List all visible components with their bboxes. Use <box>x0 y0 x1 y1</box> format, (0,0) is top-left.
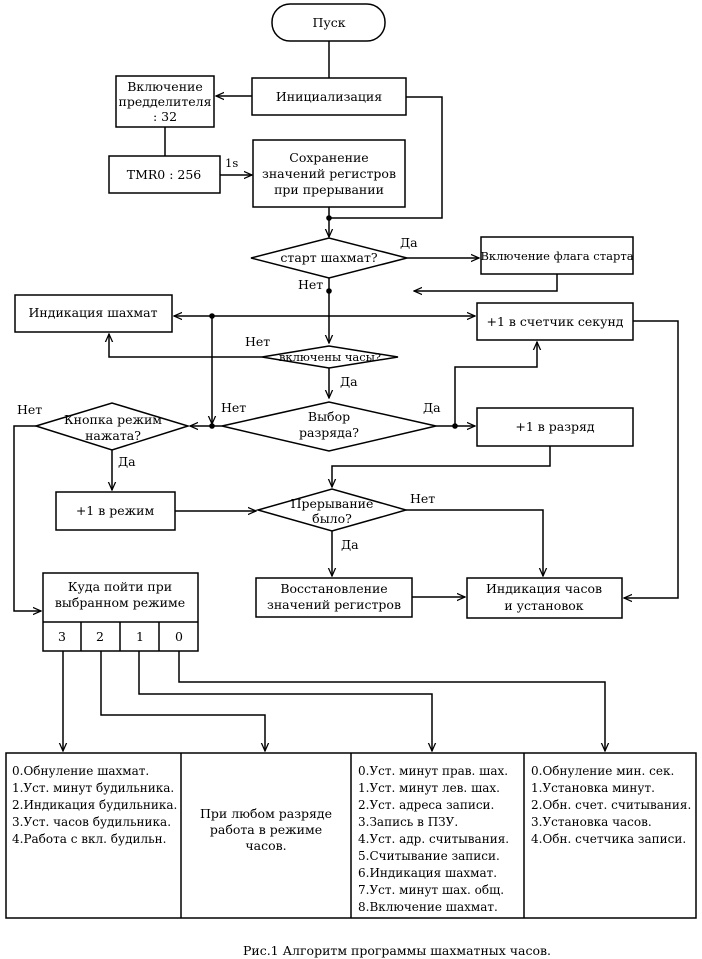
mode-pressed-diamond <box>33 402 191 451</box>
digit-select-label-1: Выбор <box>308 409 350 424</box>
edge-no-digit-select: Нет <box>221 400 246 415</box>
figure-caption: Рис.1 Алгоритм программы шахматных часов… <box>243 943 551 958</box>
digit-plus-box <box>476 407 634 447</box>
edge-yes-interrupt: Да <box>341 537 359 552</box>
mode-number-0: 0 <box>175 629 183 644</box>
save-label-2: значений регистров <box>262 166 396 181</box>
prescaler-label-3: : 32 <box>153 109 177 124</box>
col3-line-2: 2.Уст. адреса записи. <box>358 798 494 812</box>
chess-start-label: старт шахмат? <box>280 250 377 265</box>
col3-line-7: 7.Уст. минут шах. общ. <box>358 883 504 897</box>
mode-pressed-label-1: Кнопка режим <box>64 412 162 427</box>
edge-no-interrupt: Нет <box>410 491 435 506</box>
col3-line-8: 8.Включение шахмат. <box>358 900 498 914</box>
col3-line-4: 4.Уст. адр. считывания. <box>358 832 509 846</box>
save-label-3: при прерывании <box>274 182 384 197</box>
restore-label-1: Восстановление <box>280 581 387 596</box>
edge-no-mode-pressed: Нет <box>17 402 42 417</box>
col1-line-0: 0.Обнуление шахмат. <box>12 764 149 778</box>
col3-line-5: 5.Считывание записи. <box>358 849 500 863</box>
mode-number-3: 3 <box>58 629 66 644</box>
clock-display-label-2: и установок <box>504 598 583 613</box>
col4-line-0: 0.Обнуление мин. сек. <box>531 764 674 778</box>
col1-line-2: 2.Индикация будильника. <box>12 798 177 812</box>
col1-line-3: 3.Уст. часов будильника. <box>12 815 171 829</box>
col3-line-1: 1.Уст. минут лев. шах. <box>358 781 500 795</box>
digit-select-label-2: разряда? <box>299 425 359 440</box>
chess-display-box <box>14 294 173 333</box>
edge-yes-mode-pressed: Да <box>118 454 136 469</box>
flag-start-label: Включение флага старта <box>480 249 633 263</box>
sec-counter-label: +1 в счетчик секунд <box>487 314 624 329</box>
mode-number-2: 2 <box>96 629 104 644</box>
mode-pressed-label-2: нажата? <box>85 428 141 443</box>
clock-display-box <box>466 577 623 619</box>
col1-line-1: 1.Уст. минут будильника. <box>12 781 174 795</box>
col4-line-1: 1.Установка минут. <box>531 781 655 795</box>
col4-line-3: 3.Установка часов. <box>531 815 652 829</box>
start-label: Пуск <box>312 15 345 30</box>
save-label-1: Сохранение <box>289 150 368 165</box>
prescaler-label-1: Включение <box>127 79 203 94</box>
edge-yes-clock-on: Да <box>340 374 358 389</box>
edge-no-chess-start: Нет <box>298 277 323 292</box>
col4-line-4: 4.Обн. счетчика записи. <box>531 832 686 846</box>
restore-label-2: значений регистров <box>267 597 401 612</box>
col3-line-0: 0.Уст. минут прав. шах. <box>358 764 508 778</box>
interrupt-label-2: было? <box>312 511 352 526</box>
col1-line-4: 4.Работа с вкл. будильн. <box>12 832 166 846</box>
prescaler-label-2: предделителя <box>119 94 212 109</box>
mode-plus-label: +1 в режим <box>76 503 155 518</box>
col4-line-2: 2.Обн. счет. считывания. <box>531 798 691 812</box>
interrupt-label-1: Прерывание <box>291 496 374 511</box>
edge-no-clock-on: Нет <box>245 334 270 349</box>
chess-display-label: Индикация шахмат <box>29 305 158 320</box>
clock-display-label-1: Индикация часов <box>486 581 602 596</box>
col2-line-1: работа в режиме <box>210 822 322 837</box>
mode-number-1: 1 <box>136 629 144 644</box>
edge-yes-digit-select: Да <box>423 400 441 415</box>
col2-line-0: При любом разряде <box>200 806 332 821</box>
init-label: Инициализация <box>276 89 382 104</box>
where-to-go-label-2: выбранном режиме <box>55 595 185 610</box>
tick-label: 1s <box>225 156 238 170</box>
col2-line-2: часов. <box>245 838 286 853</box>
clock-on-diamond <box>261 345 399 369</box>
digit-plus-label: +1 в разряд <box>515 419 595 434</box>
col3-line-6: 6.Индикация шахмат. <box>358 866 497 880</box>
clock-on-label: включены часы? <box>279 350 381 364</box>
where-to-go-label-1: Куда пойти при <box>68 579 172 594</box>
tmr0-label: TMR0 : 256 <box>127 167 202 182</box>
edge-yes-chess-start: Да <box>400 235 418 250</box>
col3-line-3: 3.Запись в ПЗУ. <box>358 815 458 829</box>
